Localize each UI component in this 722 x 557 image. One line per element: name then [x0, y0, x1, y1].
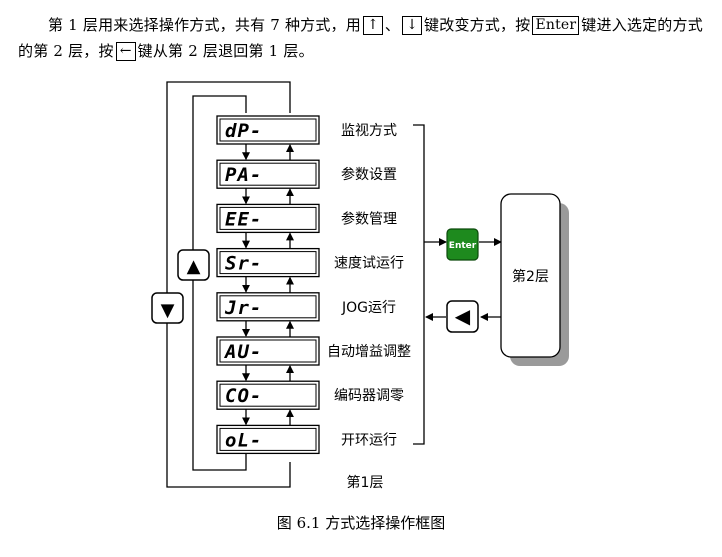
paragraph-text-3: 键进入选定的方式的第 2 层，按	[18, 16, 703, 60]
mode-label: 自动增益调整	[327, 344, 411, 360]
layer2-label: 第2层	[512, 268, 549, 285]
display-code: AU-	[223, 341, 262, 363]
back-button[interactable]: ◀	[446, 300, 479, 333]
figure-caption: 图 6.1 方式选择操作框图	[276, 514, 446, 532]
display-frame	[216, 336, 320, 366]
display-frame	[216, 247, 320, 278]
bracket	[413, 124, 425, 445]
back-arrow-icon: ◀	[455, 304, 471, 328]
down-button[interactable]: ▼	[151, 292, 184, 324]
display-code: Sr-	[225, 253, 262, 275]
display-6: AU- 自动增益调整	[216, 336, 411, 366]
enter-button-label: Enter	[449, 241, 477, 251]
mode-label: JOG运行	[341, 300, 396, 316]
display-code: PA-	[225, 164, 262, 186]
display-frame	[216, 115, 320, 145]
paragraph-text-2: 键改变方式，按	[424, 16, 531, 34]
left-arrow-key: ←	[115, 42, 136, 61]
up-button[interactable]: ▲	[177, 249, 210, 281]
display-frame	[216, 380, 320, 410]
display-inner-frame	[219, 427, 317, 451]
down-arrow-key: ↓	[402, 16, 423, 35]
down-triangle-icon: ▼	[161, 300, 175, 321]
display-8: oL- 开环运行	[216, 424, 397, 455]
paragraph-separator: 、	[384, 16, 401, 34]
enter-key: Enter	[532, 16, 580, 35]
paragraph-text-1: 第 1 层用来选择操作方式，共有 7 种方式，用	[48, 16, 361, 34]
mode-label: 速度试运行	[334, 256, 404, 272]
display-3: EE- 参数管理	[216, 203, 397, 234]
mode-label: 开环运行	[341, 432, 397, 448]
display-inner-frame	[219, 383, 317, 407]
display-frame	[216, 203, 320, 234]
display-frame	[216, 159, 320, 189]
display-code: EE-	[225, 208, 262, 230]
mode-label: 参数设置	[341, 166, 397, 183]
loop-lines	[166, 81, 291, 488]
display-5: Jr- JOG运行	[216, 292, 396, 322]
up-triangle-icon: ▲	[187, 256, 201, 277]
mode-label: 编码器调零	[334, 388, 404, 404]
display-4: Sr- 速度试运行	[216, 247, 404, 278]
display-1: dP- 监视方式	[216, 115, 397, 145]
layer2-box: 第2层	[500, 193, 569, 366]
display-frame	[216, 292, 320, 322]
display-code: oL-	[225, 429, 262, 451]
display-stack: dP- 监视方式 PA- 参数设置 EE- 参数管理 Sr- 速度试运行 Jr- JOG运行 AU-…	[216, 115, 411, 455]
display-inner-frame	[219, 295, 317, 319]
display-code: CO-	[225, 385, 262, 407]
paragraph-text-4: 键从第 2 层退回第 1 层。	[137, 42, 314, 60]
display-inner-frame	[219, 339, 317, 363]
mode-label: 监视方式	[341, 123, 397, 139]
display-frame	[216, 424, 320, 455]
display-inner-frame	[219, 251, 317, 275]
display-2: PA- 参数设置	[216, 159, 397, 189]
display-inner-frame	[219, 118, 317, 142]
up-arrow-key: ↑	[362, 16, 383, 35]
display-code: Jr-	[224, 297, 262, 319]
enter-button[interactable]: Enter	[446, 228, 479, 261]
connector-arrows	[242, 144, 294, 426]
display-inner-frame	[219, 162, 317, 186]
display-code: dP-	[225, 120, 262, 142]
display-inner-frame	[219, 206, 317, 230]
layer1-label: 第1层	[347, 474, 384, 491]
display-7: CO- 编码器调零	[216, 380, 404, 410]
mode-label: 参数管理	[341, 210, 397, 227]
